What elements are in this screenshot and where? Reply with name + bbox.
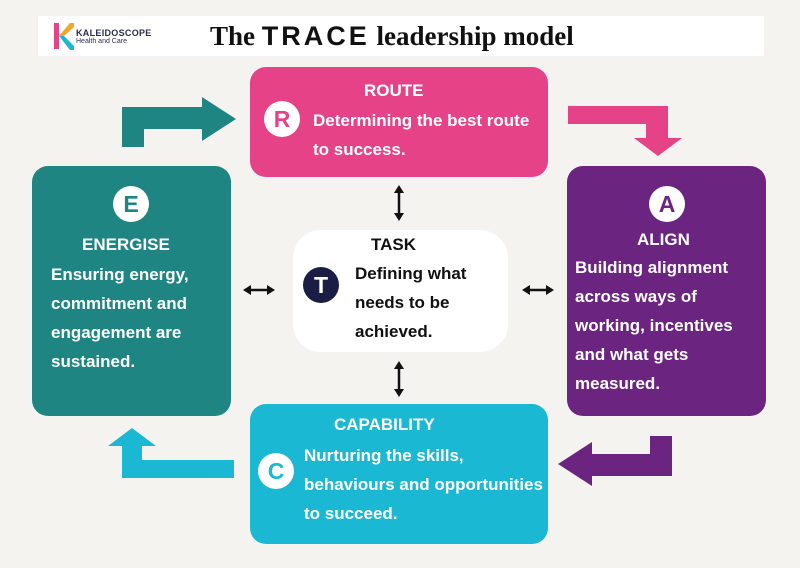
energise-letter-badge: E xyxy=(113,186,149,222)
double-arrow-vertical-icon xyxy=(394,361,404,397)
align-description: Building alignment across ways of workin… xyxy=(575,258,733,393)
bent-arrow-right-icon xyxy=(122,97,236,147)
capability-description: Nurturing the skills, behaviours and opp… xyxy=(304,446,543,523)
route-box: R ROUTE Determining the best route to su… xyxy=(250,67,548,177)
task-letter-badge: T xyxy=(303,267,339,303)
double-arrow-horizontal-icon xyxy=(522,285,554,295)
kaleidoscope-logo: KALEIDOSCOPE Health and Care xyxy=(54,21,154,51)
energise-box: E ENERGISE Ensuring energy, commitment a… xyxy=(32,166,231,416)
kaleidoscope-k-logo-icon xyxy=(54,23,74,50)
task-title: TASK xyxy=(371,235,417,254)
page-title: The TRACE leadership model xyxy=(210,21,574,52)
align-title: ALIGN xyxy=(637,230,690,249)
double-arrow-vertical-icon xyxy=(394,185,404,221)
route-letter-badge: R xyxy=(264,101,300,137)
bent-arrow-up-icon xyxy=(108,428,234,478)
header-bar: KALEIDOSCOPE Health and Care The TRACE l… xyxy=(38,16,764,56)
capability-letter-badge: C xyxy=(258,453,294,489)
task-box: T TASK Defining what needs to be achieve… xyxy=(293,230,508,352)
bent-arrow-left-icon xyxy=(558,436,672,486)
energise-description: Ensuring energy, commitment and engageme… xyxy=(51,265,189,371)
double-arrow-horizontal-icon xyxy=(243,285,275,295)
title-acronym: TRACE xyxy=(261,21,370,51)
title-prefix: The xyxy=(210,21,256,51)
route-title: ROUTE xyxy=(364,81,424,100)
align-box: A ALIGN Building alignment across ways o… xyxy=(567,166,766,416)
align-letter-badge: A xyxy=(649,186,685,222)
title-suffix: leadership model xyxy=(376,21,574,51)
capability-box: C CAPABILITY Nurturing the skills, behav… xyxy=(250,404,548,544)
logo-name: KALEIDOSCOPE xyxy=(76,28,152,38)
energise-title: ENERGISE xyxy=(82,235,170,254)
capability-title: CAPABILITY xyxy=(334,415,435,434)
logo-subtitle: Health and Care xyxy=(76,38,127,45)
task-description: Defining what needs to be achieved. xyxy=(355,264,467,341)
bent-arrow-down-icon xyxy=(568,106,682,156)
route-description: Determining the best route to success. xyxy=(313,111,530,159)
